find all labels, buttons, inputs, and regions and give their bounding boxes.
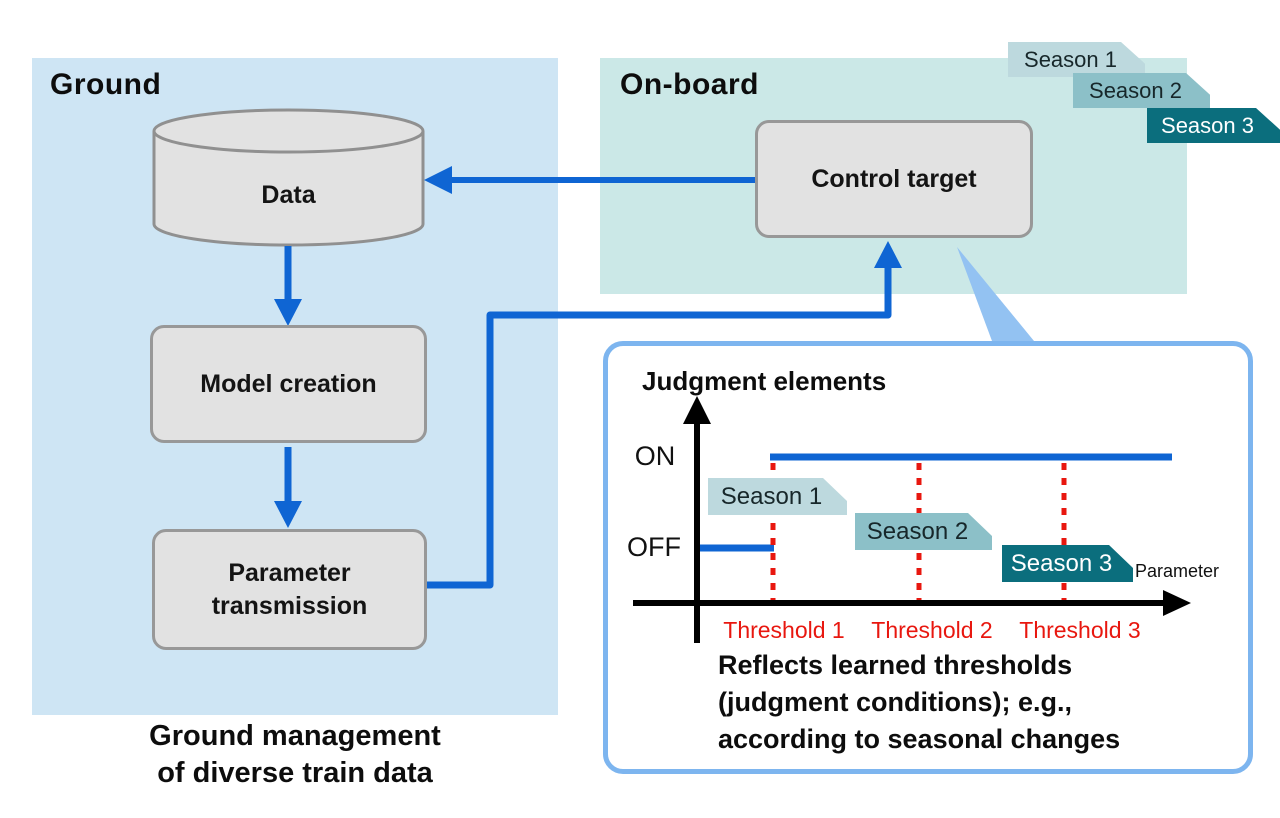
threshold1-label: Threshold 1: [723, 617, 845, 643]
ground-caption: Ground management of diverse train data: [32, 718, 558, 792]
ground-caption-line2: of diverse train data: [157, 757, 433, 789]
season3-tag-top: Season 3: [1147, 108, 1280, 143]
control-target-box: Control target: [755, 120, 1033, 238]
parameter-axis-label: Parameter: [1135, 561, 1220, 581]
threshold2-label: Threshold 2: [871, 617, 993, 643]
onboard-title: On-board: [620, 68, 759, 101]
parameter-transmission-box: Parameter transmission: [152, 529, 427, 650]
season2-tag-top: Season 2: [1073, 73, 1210, 108]
control-target-label: Control target: [811, 164, 977, 193]
data-store-label: Data: [261, 181, 316, 209]
inset-note-line1: Reflects learned thresholds: [718, 650, 1073, 680]
parameter-transmission-label: Parameter transmission: [211, 559, 368, 620]
inset-note-line3: according to seasonal changes: [718, 724, 1121, 754]
inset-note-line2: (judgment conditions); e.g.,: [718, 687, 1072, 717]
inset-title: Judgment elements: [642, 366, 887, 396]
season1-tag-inset: Season 1: [708, 478, 847, 515]
ground-title: Ground: [50, 68, 162, 101]
threshold3-label: Threshold 3: [1019, 617, 1141, 643]
model-creation-box: Model creation: [150, 325, 427, 443]
ground-caption-line1: Ground management: [149, 720, 441, 752]
on-label: ON: [634, 441, 676, 471]
off-label: OFF: [627, 532, 681, 562]
season3-tag-inset: Season 3: [1002, 545, 1133, 582]
model-creation-label: Model creation: [200, 369, 377, 398]
season2-tag-inset: Season 2: [855, 513, 992, 550]
inset-note: Reflects learned thresholds (judgment co…: [718, 647, 1120, 758]
season1-tag-top: Season 1: [1008, 42, 1145, 77]
